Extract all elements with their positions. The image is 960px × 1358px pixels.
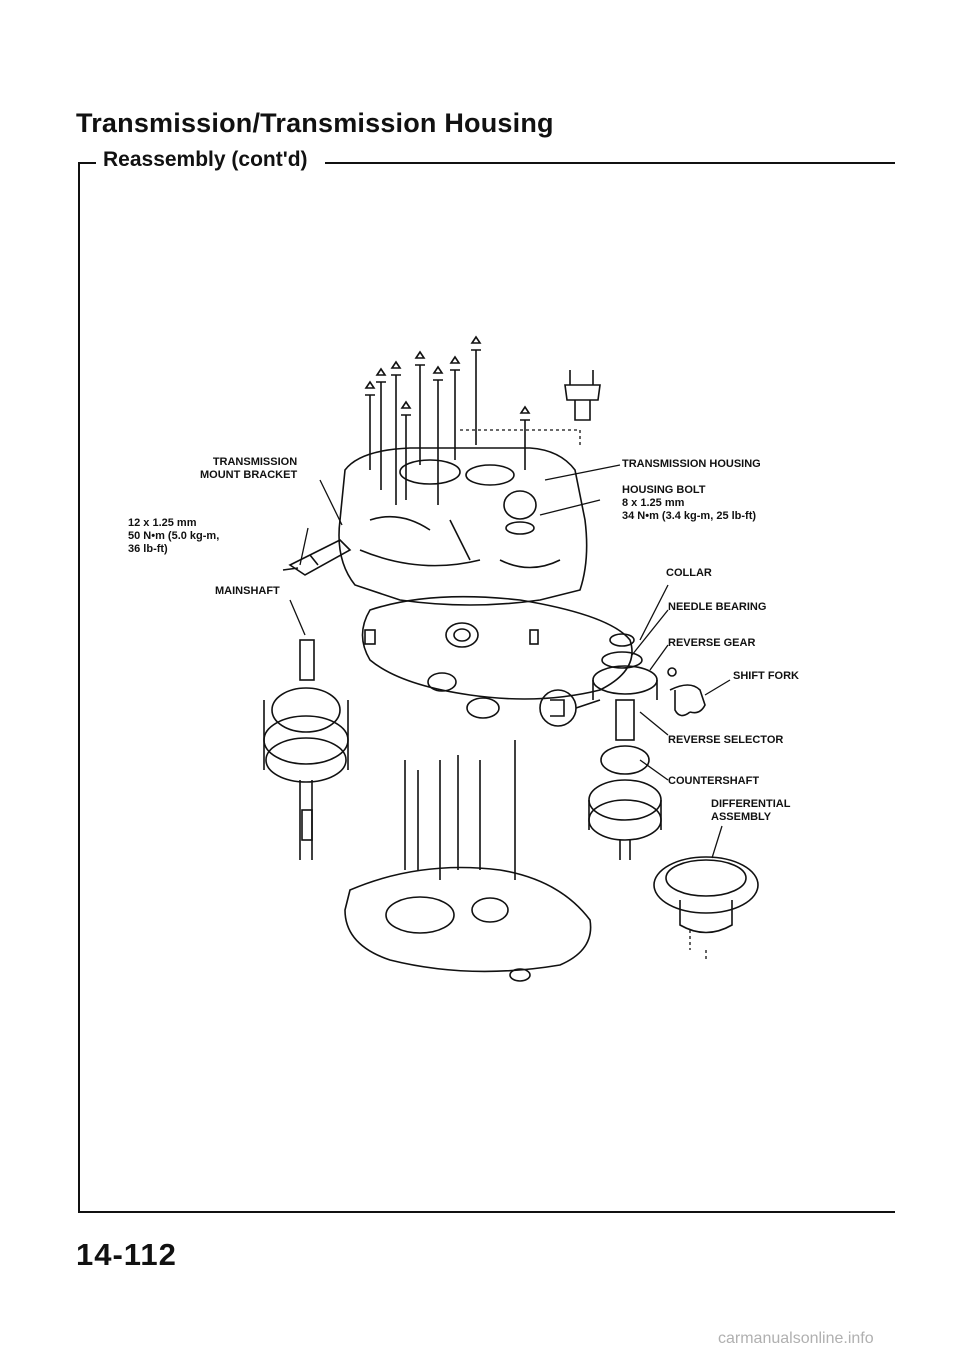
leader-lines [289, 429, 731, 960]
shift-fork [667, 667, 706, 717]
frame-bottom-rule [78, 1211, 895, 1213]
label-reverse-gear: REVERSE GEAR [668, 637, 756, 649]
label-line: 34 N•m (3.4 kg-m, 25 lb-ft) [622, 510, 757, 522]
label-reverse-selector: REVERSE SELECTOR [668, 734, 784, 746]
page-number: 14-112 [76, 1237, 177, 1272]
housing-bolts [364, 335, 531, 505]
reverse-selector-callout [539, 689, 601, 727]
label-transmission-housing: TRANSMISSION HOUSING [622, 458, 761, 470]
frame-left-rule [78, 162, 80, 1212]
differential-assembly [653, 856, 759, 934]
label-differential-assembly: DIFFERENTIAL ASSEMBLY [711, 798, 790, 824]
frame-top-left-rule [78, 162, 96, 164]
label-shift-fork: SHIFT FORK [733, 670, 799, 682]
page-title: Transmission/Transmission Housing [76, 108, 554, 138]
bearings-and-seals [364, 622, 539, 719]
watermark: carmanualsonline.info [718, 1330, 874, 1347]
label-line: ASSEMBLY [711, 811, 772, 823]
label-collar: COLLAR [666, 567, 712, 579]
label-line: 8 x 1.25 mm [622, 497, 685, 509]
label-transmission-mount-bracket: TRANSMISSION MOUNT BRACKET [200, 456, 297, 482]
section-subtitle: Reassembly (cont'd) [103, 148, 308, 171]
label-mainshaft: MAINSHAFT [215, 585, 280, 597]
label-line: HOUSING BOLT [622, 484, 706, 496]
housing-gasket [361, 595, 633, 700]
transmission-case [344, 740, 592, 982]
countershaft [588, 699, 662, 860]
label-line: 12 x 1.25 mm [128, 517, 197, 529]
label-mount-bolt-spec: 12 x 1.25 mm 50 N•m (5.0 kg-m, 36 lb-ft) [128, 517, 219, 556]
transmission-housing-body [338, 447, 588, 606]
label-line: 36 lb-ft) [128, 543, 168, 555]
label-countershaft: COUNTERSHAFT [668, 775, 760, 787]
label-housing-bolt: HOUSING BOLT 8 x 1.25 mm 34 N•m (3.4 kg-… [622, 484, 756, 523]
label-line: DIFFERENTIAL [711, 798, 791, 810]
upper-mount-bracket [564, 370, 601, 421]
label-needle-bearing: NEEDLE BEARING [668, 601, 767, 613]
reverse-gear-assembly [592, 633, 658, 700]
label-line: MOUNT BRACKET [200, 469, 298, 481]
frame-top-right-rule [325, 162, 895, 164]
label-line: 50 N•m (5.0 kg-m, [128, 530, 220, 542]
transmission-mount-bracket [282, 539, 352, 576]
label-line: TRANSMISSION [212, 456, 298, 468]
mainshaft [263, 639, 349, 860]
